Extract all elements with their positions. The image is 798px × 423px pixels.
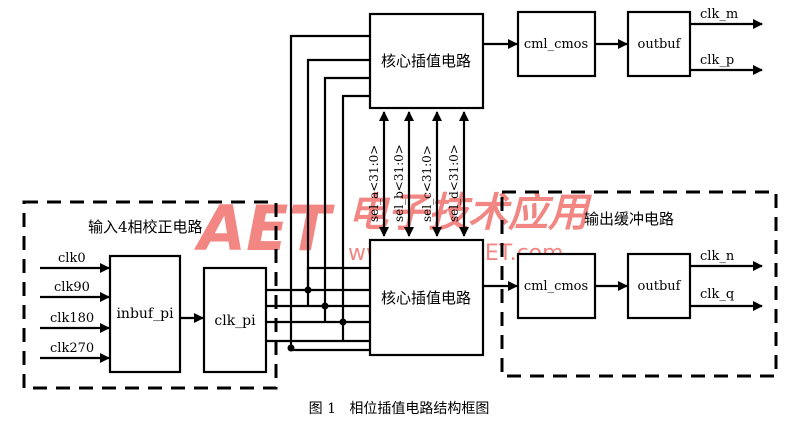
junction-dot bbox=[339, 318, 347, 326]
outbuf-bottom-label: outbuf bbox=[638, 279, 682, 294]
cml-cmos-top-block bbox=[516, 10, 597, 78]
output-label-clk-p: clk_p bbox=[700, 53, 734, 68]
junction-dot bbox=[304, 286, 312, 294]
outbuf-bottom-block bbox=[626, 252, 692, 320]
outbuf-top-label: outbuf bbox=[638, 37, 682, 52]
output-buffer-label: 输出缓冲电路 bbox=[584, 210, 674, 228]
junction-dot bbox=[287, 344, 295, 352]
cml-cmos-top-label: cml_cmos bbox=[524, 37, 588, 52]
core-interp-bottom-block bbox=[368, 238, 485, 357]
core-interp-bottom-label: 核心插值电路 bbox=[381, 289, 471, 307]
inbuf-pi-block bbox=[108, 254, 182, 374]
clk-pi-label: clk_pi bbox=[214, 313, 256, 329]
clk-pi-block bbox=[202, 266, 268, 374]
output-label-clk-m: clk_m bbox=[700, 7, 738, 22]
input-label-clk0: clk0 bbox=[58, 251, 86, 266]
input-correction-label: 输入4相校正电路 bbox=[88, 218, 203, 236]
sel-c-label: sel_c<31:0> bbox=[420, 145, 434, 222]
junction-dot bbox=[321, 302, 329, 310]
cml-cmos-bottom-block bbox=[516, 252, 597, 320]
output-label-clk-q: clk_q bbox=[700, 287, 734, 302]
outbuf-top-block bbox=[626, 10, 692, 78]
input-correction-group bbox=[22, 200, 278, 390]
cml-cmos-bottom-label: cml_cmos bbox=[524, 279, 588, 294]
input-label-clk90: clk90 bbox=[54, 280, 90, 295]
sel-d-label: sel_d<31:0> bbox=[447, 144, 461, 222]
input-label-clk270: clk270 bbox=[50, 341, 94, 356]
figure-caption: 图 1 相位插值电路结构框图 bbox=[309, 401, 490, 417]
core-interp-top-label: 核心插值电路 bbox=[381, 52, 471, 70]
watermark-logo: AET bbox=[193, 192, 335, 265]
input-label-clk180: clk180 bbox=[50, 311, 94, 326]
core-interp-top-block bbox=[368, 12, 485, 110]
clock-bus bbox=[266, 34, 369, 352]
output-label-clk-n: clk_n bbox=[700, 249, 735, 264]
inbuf-pi-label: inbuf_pi bbox=[116, 306, 174, 322]
sel-b-label: sel_b<31:0> bbox=[392, 144, 406, 222]
sel-a-label: sel_a<31:0> bbox=[367, 145, 381, 222]
